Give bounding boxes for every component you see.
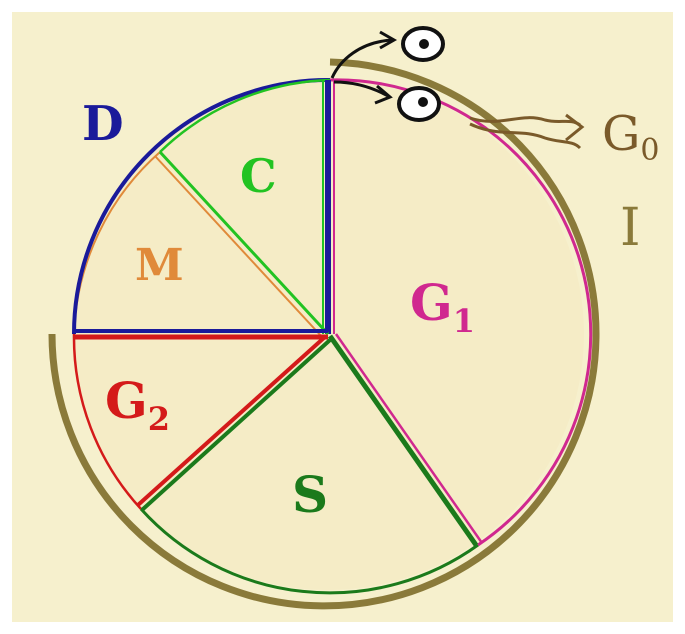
- label-g0-sub: 0: [640, 133, 659, 168]
- label-d: D: [82, 96, 124, 152]
- label-g2: G2: [105, 371, 170, 438]
- label-m: M: [135, 240, 184, 291]
- label-g2-letter: G: [105, 371, 148, 430]
- label-s: S: [292, 465, 328, 524]
- radius-c-m: [158, 150, 330, 336]
- label-g0-letter: G: [602, 106, 640, 162]
- radius-c-m-orange: [154, 155, 324, 339]
- label-g0: G0: [602, 106, 659, 168]
- label-g1: G1: [410, 273, 475, 340]
- wavy-arrow-icon: [469, 113, 585, 150]
- curved-arrow-icon: [330, 30, 398, 79]
- curved-arrow-icon: [333, 80, 393, 105]
- label-c: C: [240, 149, 277, 203]
- radius-s-g1-green: [327, 334, 479, 547]
- radius-s-g1-pink: [334, 333, 484, 544]
- s-arc: [139, 507, 479, 595]
- g2-arc: [72, 333, 142, 510]
- c-arc: [159, 78, 331, 153]
- d-arc: [72, 77, 331, 335]
- radius-g2-s-green: [140, 338, 332, 512]
- radius-g2-s-red: [136, 334, 328, 507]
- interphase-ring: [48, 58, 600, 610]
- label-g1-letter: G: [410, 273, 453, 332]
- label-g1-sub: 1: [453, 302, 475, 340]
- eye-icon: [397, 86, 441, 122]
- label-i: I: [620, 198, 641, 258]
- eye-icon: [401, 26, 445, 62]
- label-g2-sub: 2: [148, 400, 170, 438]
